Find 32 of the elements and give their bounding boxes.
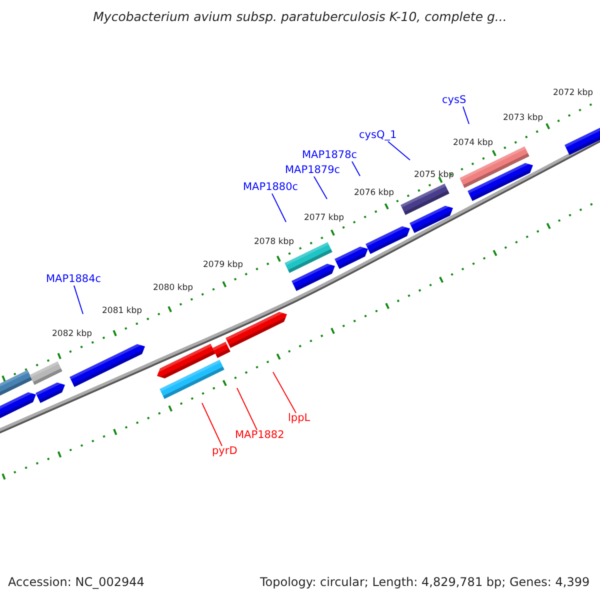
scale-label: 2081 kbp xyxy=(102,307,142,316)
leader-line xyxy=(272,193,286,222)
leader-line xyxy=(388,141,410,160)
title: Mycobacterium avium subsp. paratuberculosis K-10, complete g... xyxy=(92,10,508,24)
leader-line xyxy=(352,161,360,176)
gene-label: cysQ_1 xyxy=(359,130,397,142)
scale-label: 2078 kbp xyxy=(254,238,294,248)
leader-line xyxy=(202,402,222,446)
gene-label: MAP1882 xyxy=(235,430,284,442)
scale-label: 2074 kbp xyxy=(453,139,494,148)
scale-label: 2076 kbp xyxy=(354,189,394,198)
leader-line xyxy=(236,388,258,430)
scale-label: 2082 kbp xyxy=(52,330,92,340)
leader-line xyxy=(462,106,470,124)
footer-text: Accession: NC_002944 xyxy=(8,576,144,590)
footer-text: Topology: circular; Length: 4,829,781 bp; Genes: 4,399 xyxy=(260,576,590,590)
gene-label: MAP1884c xyxy=(46,274,102,286)
leader-line xyxy=(74,285,84,314)
gene-label: pyrD xyxy=(212,446,238,458)
leader-line xyxy=(314,176,328,200)
gene-label: MAP1878c xyxy=(302,150,358,162)
scale-label: 2079 kbp xyxy=(203,261,244,270)
scale-label: 2072 kbp xyxy=(553,89,594,98)
scale-label: 2073 kbp xyxy=(503,114,544,124)
scale-label: 2080 kbp xyxy=(153,284,194,294)
gene-label: MAP1879c xyxy=(285,165,340,177)
leader-line xyxy=(272,372,296,414)
gene-label: cysS xyxy=(442,95,466,107)
gene-label: lppL xyxy=(288,413,310,425)
scale-label: 2077 kbp xyxy=(304,214,344,224)
scale-label: 2075 kbp xyxy=(414,171,454,180)
gene-label: MAP1880c xyxy=(243,182,298,194)
